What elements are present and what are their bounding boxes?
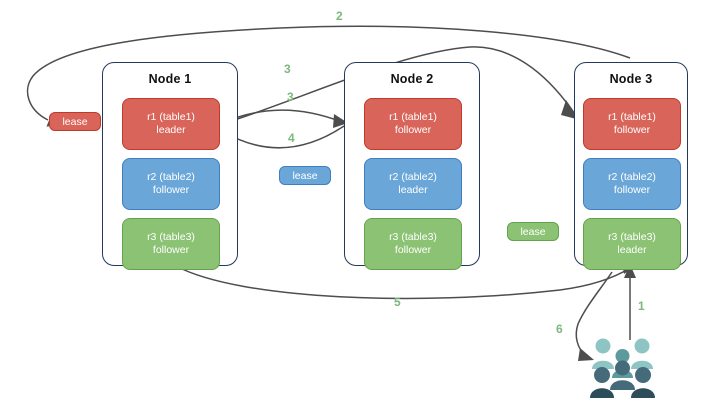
replica-name: r3 (table3) [389,231,437,244]
replica-name: r2 (table2) [608,171,656,184]
node-container-node-1[interactable]: Node 1 r1 (table1) leader r2 (table2) fo… [102,62,238,270]
lease-tag-r1[interactable]: lease [49,112,101,131]
edge-6-path [575,271,613,357]
replica-name: r3 (table3) [147,231,195,244]
replica-node2-r2[interactable]: r2 (table2) leader [364,158,462,210]
person-head-back-center [615,349,630,363]
edge-label-3-upper: 3 [284,62,291,76]
edge-1-arrowhead [624,264,636,278]
replica-name: r3 (table3) [608,231,656,244]
person-head-back-left [595,338,611,354]
edge-6-response-to-client [575,271,613,361]
edge-3-node3-path [221,46,573,125]
replica-node1-r1[interactable]: r1 (table1) leader [122,98,220,150]
replica-node1-r2[interactable]: r2 (table2) follower [122,158,220,210]
replica-role: follower [394,244,432,256]
node-container-node-2[interactable]: Node 2 r1 (table1) follower r2 (table2) … [344,62,480,270]
edge-label-6: 6 [556,322,563,336]
person-head-back-right [634,338,650,354]
person-body-front-right [631,388,655,398]
replica-name: r2 (table2) [147,171,195,184]
edge-label-1: 1 [638,299,645,313]
edge-label-2: 2 [336,9,343,23]
replica-node1-r3[interactable]: r3 (table3) follower [122,218,220,270]
edge-1-client-request [624,264,636,340]
replica-role: leader [617,244,647,256]
replica-node3-r1[interactable]: r1 (table1) follower [583,98,681,150]
replica-role: follower [152,244,190,256]
replica-role: follower [613,124,651,136]
edge-label-5: 5 [394,295,401,309]
person-body-back-right [631,360,653,369]
replica-role: follower [394,124,432,136]
node-title-node-3: Node 3 [609,72,653,86]
node-title-node-1: Node 1 [148,72,192,86]
lease-tag-r2[interactable]: lease [279,166,331,185]
person-head-front-left [594,367,610,383]
edge-3-node2-arrowhead [333,114,348,128]
person-body-back-left [592,360,614,369]
person-head-front-center [615,360,630,376]
edge-2-path [26,25,631,121]
node-title-node-2: Node 2 [390,72,434,86]
edge-label-3-lower: 3 [287,90,294,104]
lease-tag-r3[interactable]: lease [507,222,559,241]
replica-name: r1 (table1) [389,111,437,124]
replica-role: leader [156,124,186,136]
replica-role: follower [613,184,651,196]
replica-role: follower [152,184,190,196]
replica-node2-r1[interactable]: r1 (table1) follower [364,98,462,150]
replica-name: r1 (table1) [608,111,656,124]
replica-name: r1 (table1) [147,111,195,124]
person-body-front-left [590,388,614,398]
edge-5-path [175,265,631,300]
replica-node2-r3[interactable]: r3 (table3) follower [364,218,462,270]
edge-6-arrowhead [578,348,594,361]
node-container-node-3[interactable]: Node 3 r1 (table1) follower r2 (table2) … [574,62,688,270]
edge-label-4: 4 [288,131,295,145]
person-head-front-right [635,367,651,383]
replica-role: leader [398,184,428,196]
replica-name: r2 (table2) [389,171,437,184]
person-body-front-center [610,380,635,390]
replica-node3-r3[interactable]: r3 (table3) leader [583,218,681,270]
replica-node3-r2[interactable]: r2 (table2) follower [583,158,681,210]
